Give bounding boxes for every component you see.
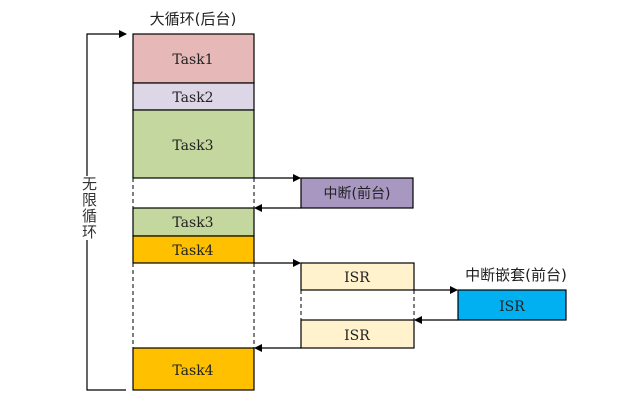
task-block	[132, 82, 255, 111]
task-label: Task4	[172, 363, 213, 379]
isr-block	[300, 262, 415, 291]
flow-arrows	[254, 174, 458, 352]
task-label: Task4	[172, 243, 213, 259]
dashed-gaps	[132, 178, 415, 348]
task-block	[132, 235, 255, 264]
nested-isr-block	[457, 289, 567, 321]
isr-block	[300, 319, 415, 349]
task-label: Task3	[172, 215, 213, 231]
loop-label: 无限循环	[79, 176, 100, 240]
isr-label: ISR	[499, 299, 525, 315]
task-label: Task3	[172, 138, 213, 154]
task-label: Task1	[172, 52, 213, 68]
nested-label: 中断嵌套(前台)	[465, 266, 567, 284]
isr-label: ISR	[344, 270, 370, 286]
title: 大循环(后台)	[150, 10, 237, 28]
interrupt-label: 中断(前台)	[324, 185, 391, 202]
isr-label: ISR	[344, 328, 370, 344]
task-block	[132, 33, 255, 84]
interrupt-block	[300, 177, 414, 209]
task-block	[132, 347, 255, 391]
task-block	[132, 109, 255, 179]
task-label: Task2	[172, 90, 213, 106]
